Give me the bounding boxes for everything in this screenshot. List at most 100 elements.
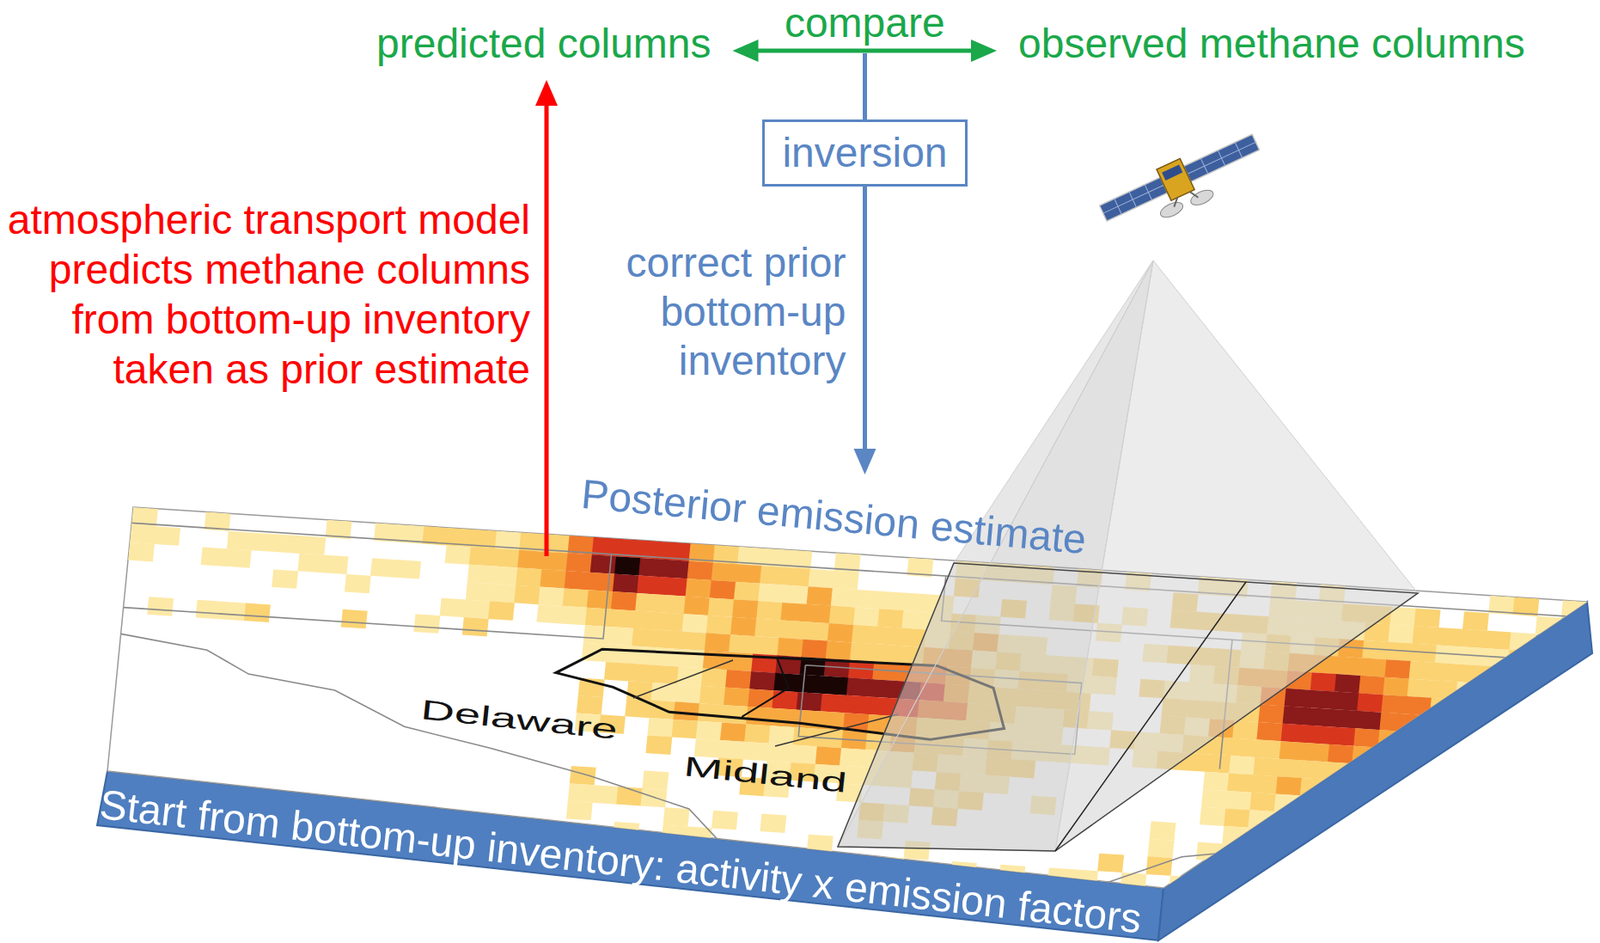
- heat-cell: [1249, 792, 1277, 812]
- heat-cell: [1533, 881, 1561, 901]
- heat-cell: [825, 640, 853, 660]
- heat-cell: [1199, 806, 1227, 826]
- heat-cell: [759, 813, 787, 833]
- heat-cell: [1490, 825, 1517, 845]
- heat-cell: [1294, 830, 1322, 849]
- heat-cell: [1353, 727, 1381, 747]
- heat-cell: [680, 630, 708, 650]
- heat-cell: [1196, 842, 1223, 862]
- heat-cell: [832, 570, 860, 590]
- heat-cell: [1274, 793, 1301, 813]
- heat-cell: [1448, 751, 1476, 771]
- heat-cell: [1291, 865, 1319, 885]
- heat-cell: [829, 605, 856, 625]
- heat-cell: [783, 567, 811, 587]
- heat-cell: [806, 586, 834, 605]
- heat-cell: [830, 587, 858, 607]
- swath: [837, 562, 1418, 851]
- heat-cell: [682, 613, 709, 633]
- heat-cell: [781, 584, 809, 604]
- heat-cell: [1356, 692, 1384, 712]
- heat-cell: [1230, 738, 1258, 758]
- heat-cell: [1518, 791, 1546, 811]
- heat-cell: [1346, 798, 1374, 818]
- heat-cell: [1407, 677, 1435, 697]
- heat-cell: [1508, 631, 1536, 651]
- heat-cell: [590, 554, 617, 574]
- heat-cell: [1450, 734, 1478, 754]
- heat-cell: [1483, 895, 1510, 915]
- heat-cell: [344, 574, 372, 593]
- heat-cell: [219, 601, 247, 621]
- heat-cell: [1332, 690, 1360, 710]
- heat-cell: [1495, 772, 1522, 792]
- heat-cell: [609, 609, 636, 629]
- heat-cell: [1203, 771, 1230, 791]
- heat-cell: [467, 564, 495, 584]
- heat-cell: [1428, 714, 1455, 734]
- heat-cell: [1530, 668, 1558, 688]
- heat-cell: [1329, 726, 1356, 746]
- basin-name: Midland: [682, 749, 849, 800]
- heat-cell: [803, 621, 831, 641]
- heat-cell: [1368, 817, 1396, 837]
- swath-line: [1055, 581, 1246, 851]
- heat-cell: [1436, 874, 1464, 894]
- heat-cell: [1204, 753, 1232, 773]
- heat-cell: [1400, 748, 1428, 768]
- heat-cell: [566, 552, 593, 572]
- heat-cell: [1443, 804, 1471, 824]
- heat-cell: [877, 608, 904, 628]
- heat-cell: [1245, 827, 1273, 847]
- heat-cell: [873, 643, 901, 663]
- heat-cell: [745, 706, 773, 726]
- heat-cell: [815, 745, 843, 765]
- heat-cell: [1305, 725, 1332, 745]
- heat-cell: [798, 674, 825, 694]
- edge-label: atmospheric transport model predicts met…: [0, 195, 531, 395]
- heat-cell: [851, 624, 879, 644]
- heat-cell: [1465, 824, 1493, 843]
- heat-cell: [697, 702, 725, 722]
- heat-cell: [226, 531, 254, 550]
- heat-cell: [903, 592, 930, 612]
- heat-cell: [730, 616, 758, 636]
- heat-cell: [1351, 745, 1379, 765]
- heat-cell: [1282, 705, 1310, 725]
- heat-cell: [780, 602, 807, 622]
- heat-cell: [645, 734, 672, 754]
- heat-cell: [1435, 892, 1462, 912]
- heat-cell: [1556, 653, 1583, 672]
- heat-cell: [1317, 849, 1344, 869]
- heat-cell: [1469, 788, 1497, 808]
- heat-cell: [1496, 755, 1524, 775]
- heat-cell: [1474, 735, 1502, 755]
- heat-cell: [1477, 700, 1505, 720]
- heat-cell: [1505, 666, 1533, 686]
- heat-cell: [636, 574, 664, 594]
- heat-cell: [628, 663, 655, 683]
- heat-cell: [1232, 720, 1259, 739]
- heat-cell: [517, 549, 544, 569]
- heat-cell: [1421, 785, 1448, 805]
- heat-cell: [1520, 774, 1547, 794]
- heat-cell: [683, 596, 711, 616]
- heat-cell: [566, 800, 593, 820]
- heat-cell: [1168, 875, 1196, 895]
- heat-cell: [696, 720, 723, 740]
- heat-cell: [1502, 702, 1529, 721]
- heat-cell: [1361, 887, 1389, 907]
- heat-cell: [771, 690, 799, 709]
- heat-cell: [462, 616, 489, 636]
- heat-cell: [322, 555, 349, 575]
- heat-cell: [1409, 660, 1436, 680]
- heat-cell: [711, 810, 739, 830]
- connector-stub: [862, 53, 868, 120]
- heat-cell: [806, 834, 834, 854]
- heat-cell: [1279, 740, 1307, 760]
- heat-cell: [1301, 760, 1329, 780]
- heat-cell: [1419, 803, 1447, 823]
- heat-cell: [650, 682, 678, 702]
- heat-cell: [1462, 610, 1490, 630]
- heat-cell: [1365, 852, 1393, 872]
